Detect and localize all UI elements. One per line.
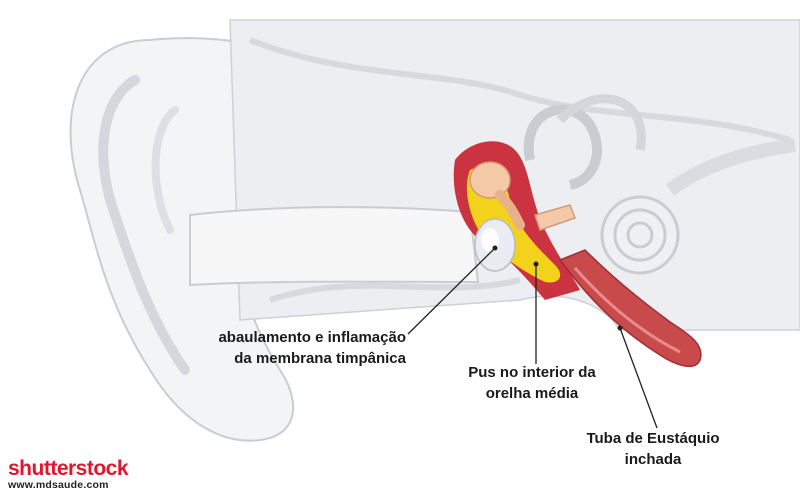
watermark-url: www.mdsaude.com <box>8 479 109 491</box>
label-eustachian-line-1: Tuba de Eustáquio <box>586 430 720 447</box>
label-eardrum-line-2: da membrana timpânica <box>234 350 406 367</box>
watermark: shutterstock www.mdsaude.com <box>8 457 129 491</box>
label-eustachian-line-2: inchada <box>624 451 682 468</box>
inner-ear <box>523 94 796 275</box>
ear-canal <box>189 206 480 287</box>
leader-lines <box>407 247 658 429</box>
shutterstock-logo: shutterstock <box>8 457 129 480</box>
label-pus-middle-ear: Pus no interior da orelha média <box>450 362 614 404</box>
label-eardrum-bulging: abaulamento e inflamação da membrana tim… <box>188 327 406 369</box>
ossicles <box>469 161 576 231</box>
eustachian-tube <box>558 249 702 368</box>
cochlea <box>600 195 680 275</box>
label-eustachian-tube: Tuba de Eustáquio inchada <box>578 428 728 470</box>
label-pus-line-2: orelha média <box>485 385 579 402</box>
label-eardrum-line-1: abaulamento e inflamação <box>218 329 406 346</box>
label-pus-line-1: Pus no interior da <box>468 364 596 381</box>
